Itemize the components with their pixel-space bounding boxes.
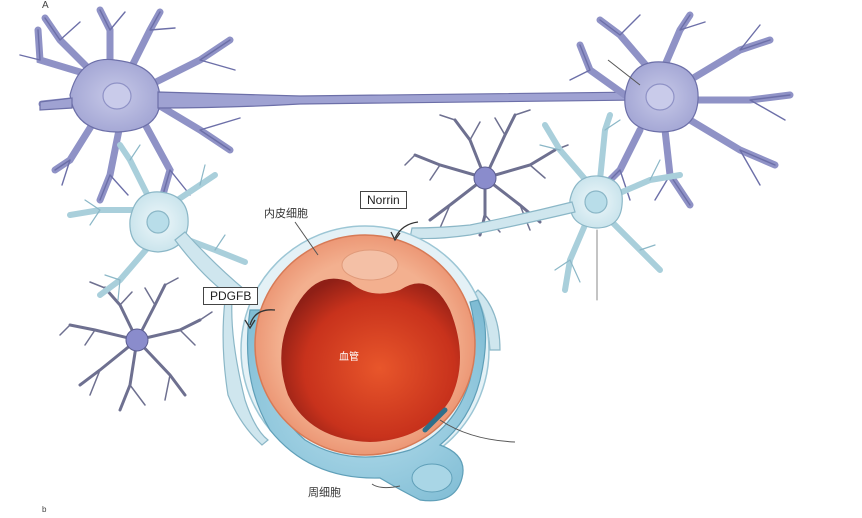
left-astrocyte xyxy=(67,142,269,446)
pericyte-label: 周细胞 xyxy=(308,486,341,499)
blood-vessel xyxy=(240,225,490,502)
blood-vessel-label: 血管 xyxy=(339,352,359,363)
microglia-bottom-left xyxy=(59,277,213,412)
panel-letter-b: b xyxy=(42,505,47,514)
pdgfb-label: PDGFB xyxy=(203,287,259,305)
norrin-label: Norrin xyxy=(360,191,407,209)
pericyte xyxy=(246,299,487,502)
vessel-lumen xyxy=(281,278,460,442)
signal-arrows xyxy=(244,221,419,330)
endothelial-cell-label: 内皮细胞 xyxy=(264,207,308,220)
right-neuron xyxy=(569,11,794,209)
axon xyxy=(157,91,641,109)
leader-lines xyxy=(294,59,641,489)
panel-letter-a: A xyxy=(42,0,49,11)
left-neuron xyxy=(19,6,241,209)
